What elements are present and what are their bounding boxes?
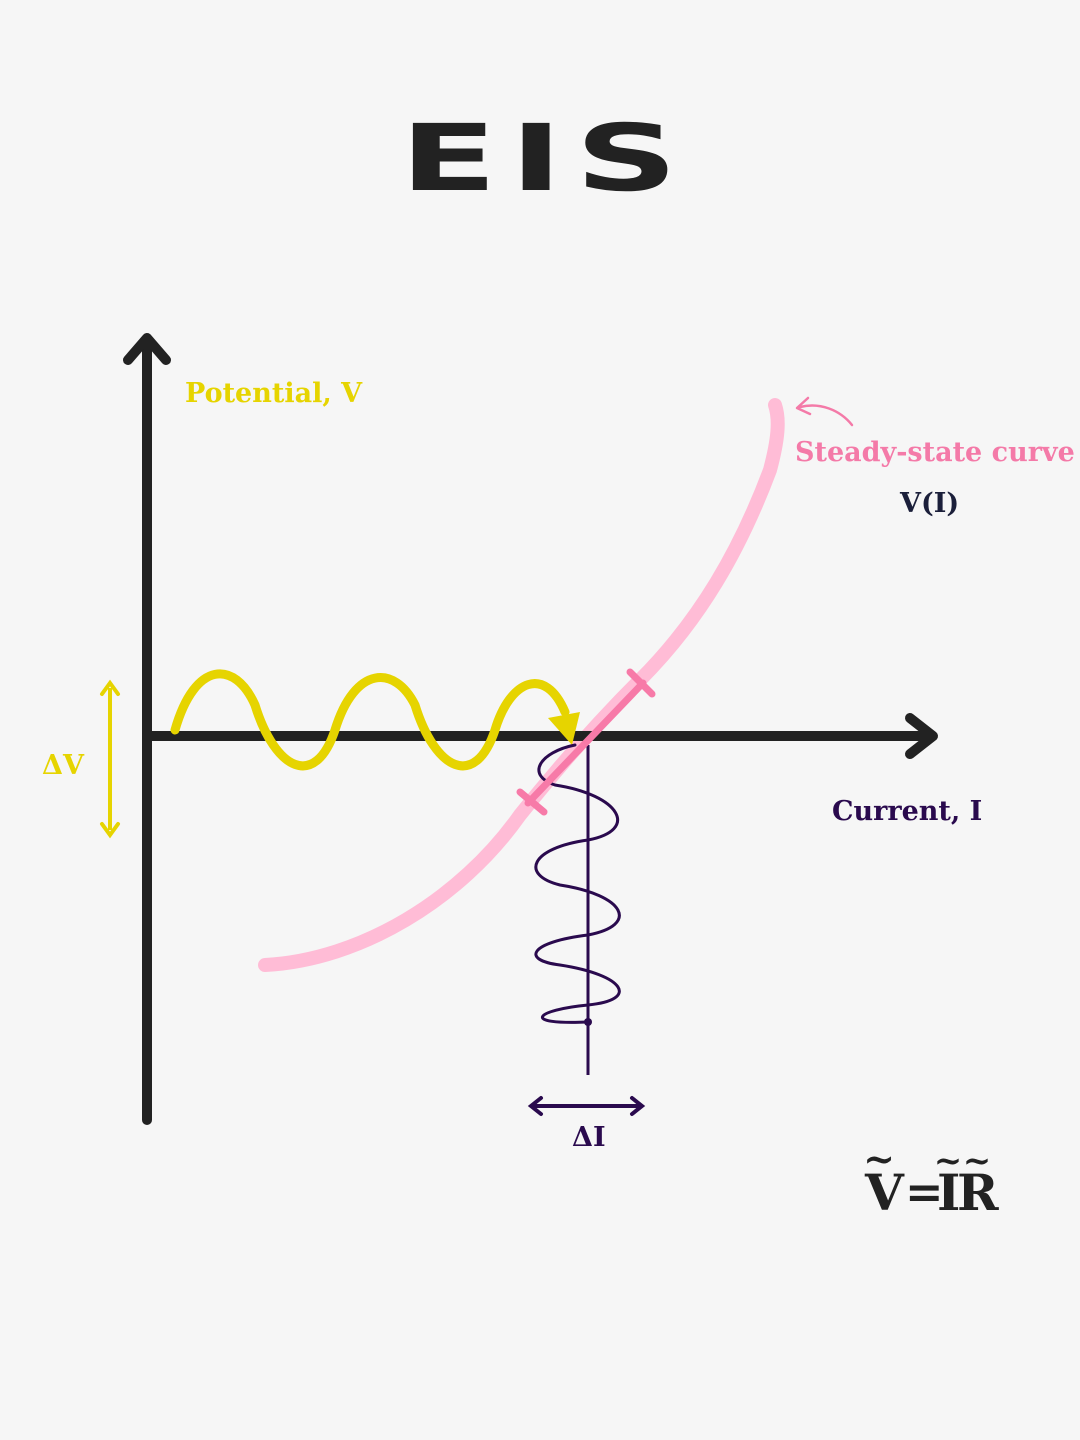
linear-segment-tick-low [516,788,548,816]
x-axis-label: Current, I [832,796,982,827]
equation-equals: = [905,1165,944,1219]
current-sine-wave [534,743,621,1024]
voltage-sine-wave [170,669,570,771]
x-axis-arrowhead [905,713,938,759]
impedance-equation: ~ V = ~ I ~ R [863,1136,999,1222]
equation-r-tilde: ~ [963,1141,992,1181]
delta-v-label: ΔV [42,750,85,781]
delta-i-arrowhead-left [527,1096,543,1116]
y-axis-label: Potential, V [185,378,363,409]
equation-lhs: V [864,1163,905,1222]
delta-v-arrowhead-bottom [100,822,120,839]
y-axis-arrowhead [123,333,171,365]
curve-function-label: V(I) [899,488,959,519]
page-title: EIS [400,106,690,213]
linear-segment-tick-high [626,668,656,698]
voltage-wave-arrowhead [548,712,580,745]
equation-i-tilde: ~ [934,1141,963,1181]
equation-lhs-tilde: ~ [863,1136,895,1181]
steady-state-curve [258,398,785,972]
current-wave-end-dot [584,1018,592,1026]
delta-v-arrowhead-top [100,679,120,696]
curve-label: Steady-state curve [795,437,1075,468]
delta-i-arrowhead-right [630,1096,646,1116]
curve-pointer-arrow [798,404,854,427]
delta-i-label: ΔI [572,1122,606,1153]
curve-pointer-arrowhead [795,396,812,416]
linear-segment [524,679,647,807]
equation-rhs-i: I [937,1163,960,1222]
equation-rhs-r: R [957,1163,999,1222]
